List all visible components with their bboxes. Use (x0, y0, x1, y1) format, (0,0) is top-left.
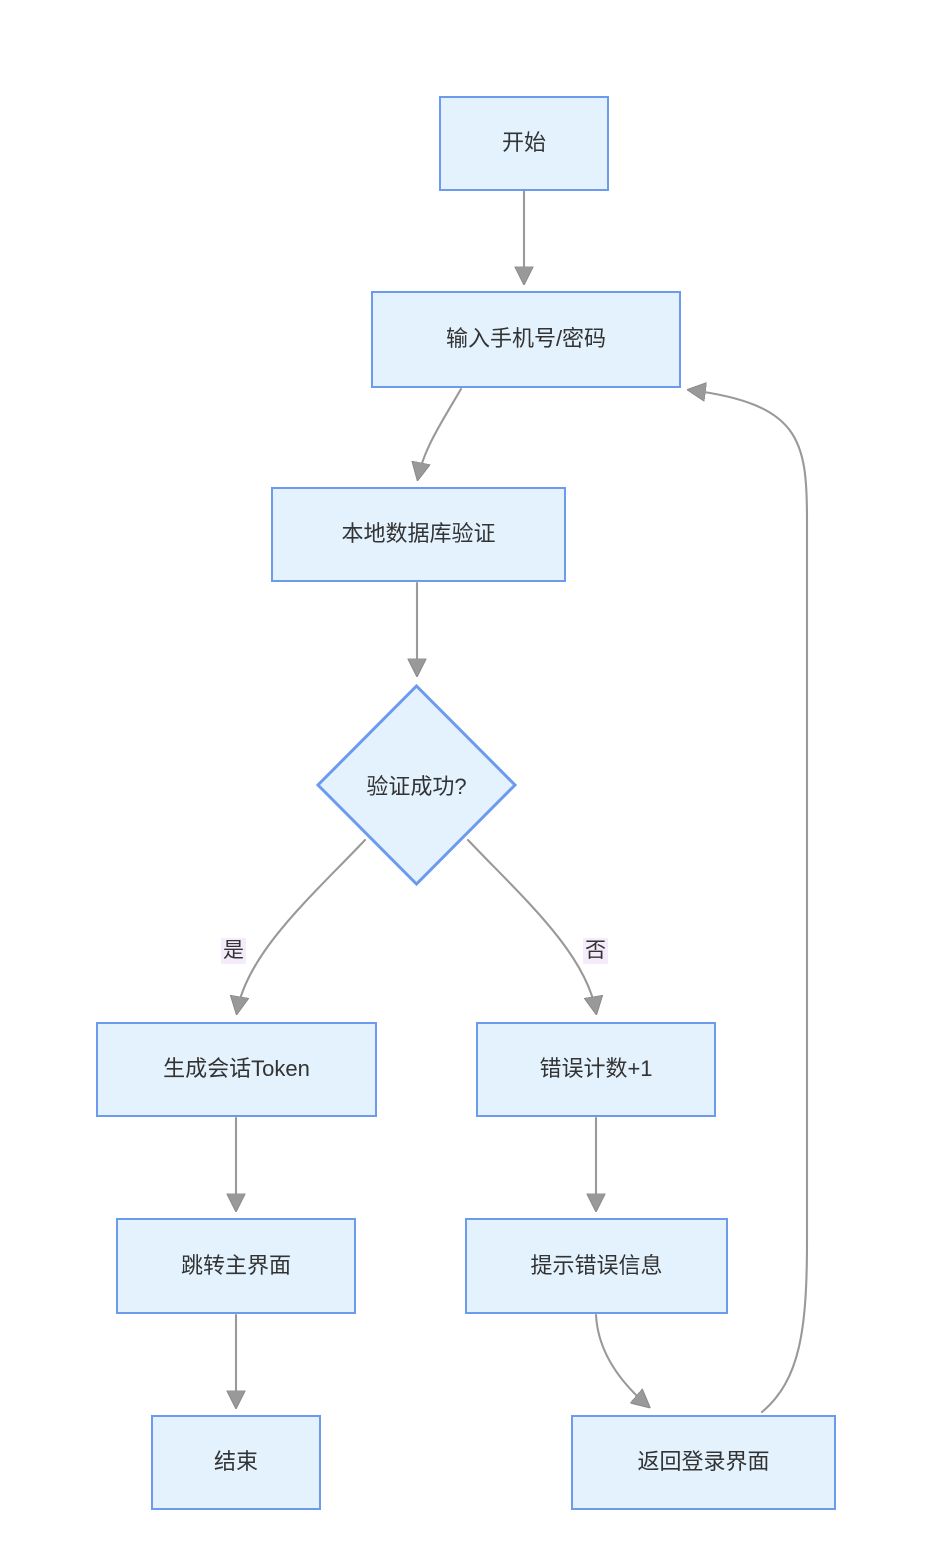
node-generate-session-token-label: 生成会话Token (163, 1056, 310, 1082)
node-local-db-verify-label: 本地数据库验证 (341, 521, 496, 547)
node-show-error-message[interactable]: 提示错误信息 (465, 1218, 728, 1314)
node-input-phone-password-label: 输入手机号/密码 (445, 326, 607, 352)
node-show-error-message-label: 提示错误信息 (530, 1252, 663, 1278)
node-end-label: 结束 (213, 1449, 258, 1475)
node-decision-verify-success-label: 验证成功? (366, 774, 467, 799)
node-generate-session-token[interactable]: 生成会话Token (96, 1022, 377, 1117)
edge-label-yes: 是 (221, 938, 246, 965)
node-end[interactable]: 结束 (151, 1415, 321, 1510)
node-start[interactable]: 开始 (439, 96, 609, 191)
edge-errmsg-to-backlogin (594, 1313, 648, 1406)
edge-input-to-verify (418, 387, 463, 478)
edge-decide-to-errcount (466, 838, 596, 1012)
node-back-to-login[interactable]: 返回登录界面 (571, 1415, 836, 1510)
node-back-to-login-label: 返回登录界面 (637, 1449, 770, 1475)
node-decision-verify-success[interactable]: 验证成功? (316, 684, 517, 886)
edge-backlogin-to-input (690, 390, 809, 1414)
edge-label-no: 否 (583, 938, 608, 965)
diamond-shape (316, 684, 517, 886)
node-error-count-increment-label: 错误计数+1 (539, 1056, 653, 1082)
edge-decide-to-token (237, 838, 367, 1012)
node-local-db-verify[interactable]: 本地数据库验证 (271, 487, 566, 582)
node-error-count-increment[interactable]: 错误计数+1 (476, 1022, 716, 1117)
node-goto-main-ui[interactable]: 跳转主界面 (116, 1218, 356, 1314)
node-start-label: 开始 (501, 130, 546, 156)
node-goto-main-ui-label: 跳转主界面 (180, 1252, 291, 1278)
node-input-phone-password[interactable]: 输入手机号/密码 (371, 291, 681, 388)
